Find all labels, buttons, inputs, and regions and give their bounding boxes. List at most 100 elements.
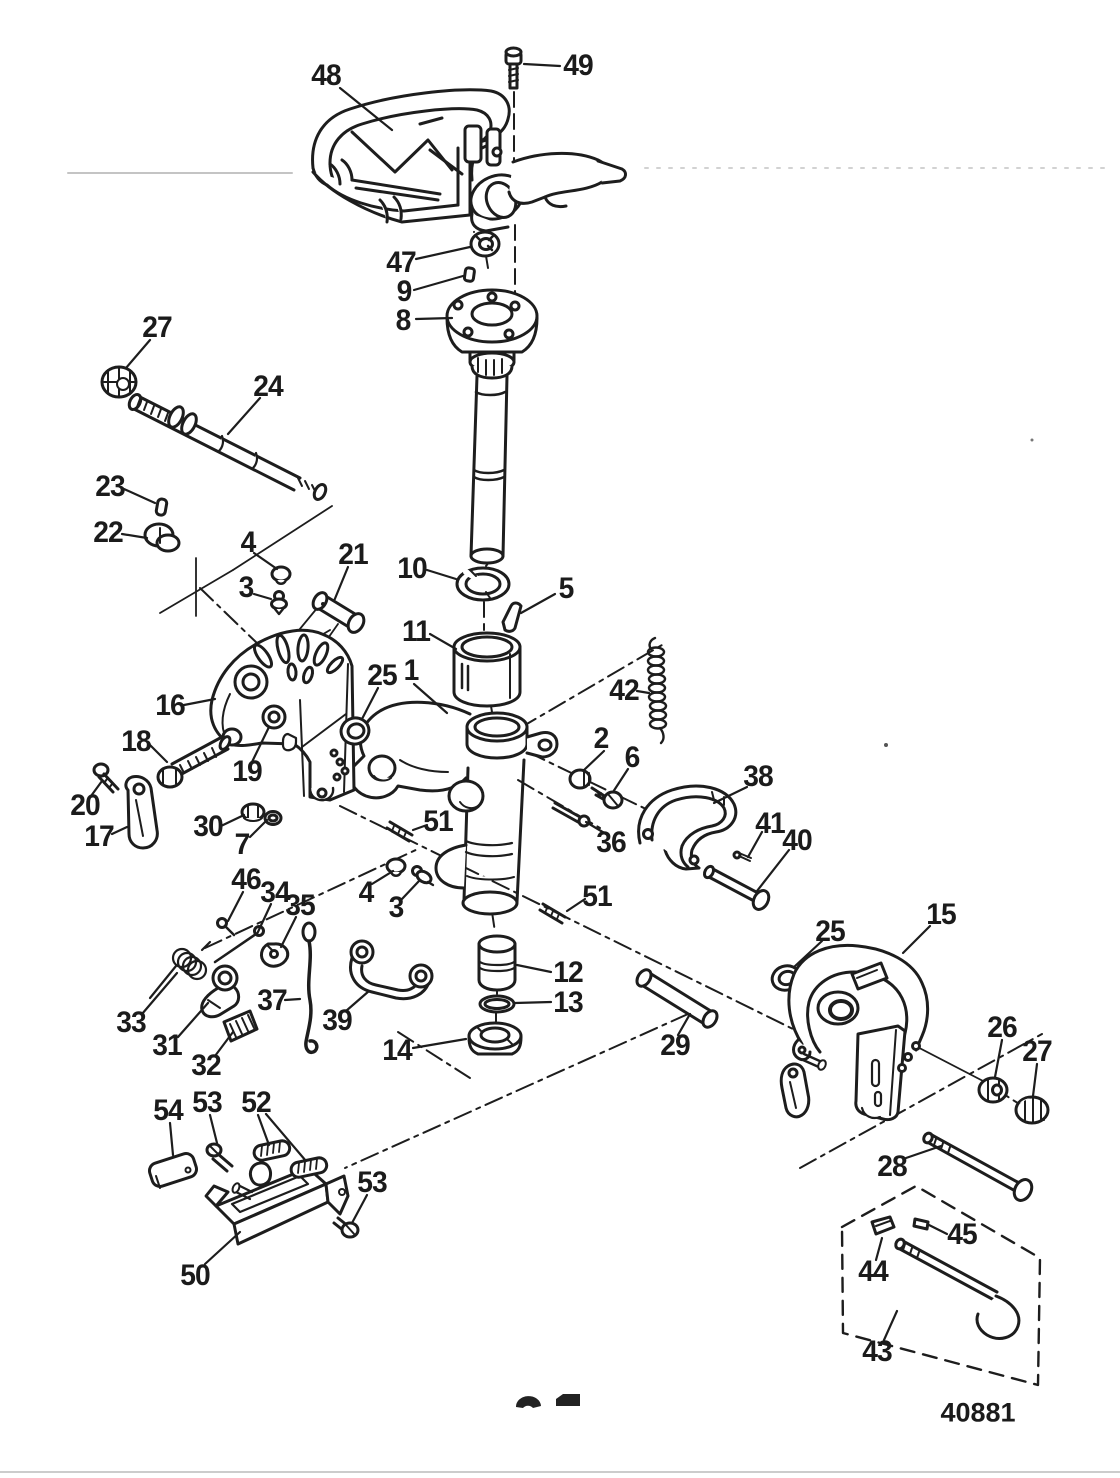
callout-4: 4 <box>240 526 257 559</box>
callout-3: 3 <box>238 571 255 604</box>
part-38-clamp <box>637 784 738 871</box>
part-20-bolt <box>92 762 120 794</box>
part-35-latch <box>259 942 290 968</box>
callout-3: 3 <box>388 891 405 924</box>
callout-47: 47 <box>386 246 416 279</box>
part-31-cam <box>200 964 241 1019</box>
leader-lines <box>89 62 1039 1342</box>
part-17-swing-clamp <box>124 775 159 850</box>
callout-50: 50 <box>180 1259 210 1292</box>
callout-29: 29 <box>660 1029 690 1062</box>
part-12-bushing <box>477 934 517 992</box>
drawing-number: 40881 <box>940 1397 1016 1428</box>
part-50-bracket <box>204 1161 350 1246</box>
callout-21: 21 <box>338 538 368 571</box>
callout-32: 32 <box>191 1049 221 1082</box>
callout-40: 40 <box>782 824 812 857</box>
part-29-tube <box>635 968 719 1029</box>
callout-41: 41 <box>755 807 785 840</box>
callout-7: 7 <box>234 828 251 861</box>
part-30-nut <box>240 802 266 822</box>
scan-artifacts <box>0 167 1120 1473</box>
part-3-fitting-top <box>270 590 288 616</box>
part-33-spring <box>148 940 212 1000</box>
part-10-retaining-ring <box>455 566 511 602</box>
part-4-grommet-top <box>270 565 292 585</box>
callout-6: 6 <box>624 741 641 774</box>
part-48-top-bracket <box>311 88 627 233</box>
callout-9: 9 <box>396 275 413 308</box>
callout-13: 13 <box>553 986 583 1019</box>
part-14-seal <box>467 1021 523 1056</box>
callout-30: 30 <box>193 810 223 843</box>
callout-51: 51 <box>582 880 612 913</box>
callout-18: 18 <box>121 725 151 758</box>
part-54-pad <box>147 1152 199 1189</box>
callout-42: 42 <box>609 674 639 707</box>
part-21-pin <box>311 591 366 634</box>
part-28-bolt <box>922 1131 1034 1202</box>
callout-37: 37 <box>257 984 287 1017</box>
part-7-washer <box>263 810 283 826</box>
part-36-pin <box>551 801 591 828</box>
callout-10: 10 <box>397 552 427 585</box>
callout-25: 25 <box>815 915 845 948</box>
part-27-castle-nut-left <box>100 365 138 399</box>
part-26-nut <box>977 1076 1009 1104</box>
part-18-stud <box>156 735 232 789</box>
part-46-screw <box>216 917 236 937</box>
part-42-spring <box>646 636 668 745</box>
part-51-pin-upper <box>385 820 414 843</box>
part-27-cap-nut-right <box>1014 1095 1050 1125</box>
part-34-rod <box>213 925 265 964</box>
callout-23: 23 <box>95 470 125 503</box>
callout-2: 2 <box>593 722 610 755</box>
cropped-footer-text <box>515 1394 580 1408</box>
callout-14: 14 <box>382 1034 412 1067</box>
part-39-bracket <box>349 939 434 1001</box>
part-24-tilt-bolt <box>127 393 328 501</box>
callout-8: 8 <box>395 304 412 337</box>
part-16-clamp-bracket <box>209 628 356 802</box>
callout-51: 51 <box>423 805 453 838</box>
callout-26: 26 <box>987 1011 1017 1044</box>
callout-39: 39 <box>322 1004 352 1037</box>
part-1-swivel-bracket <box>348 700 559 916</box>
callout-43: 43 <box>862 1335 892 1368</box>
part-45-pin <box>912 1217 930 1231</box>
part-3-fitting-mid <box>411 865 435 887</box>
part-51-pin-lower <box>538 902 567 925</box>
callout-53: 53 <box>357 1166 387 1199</box>
callout-38: 38 <box>743 760 773 793</box>
callout-49: 49 <box>563 49 593 82</box>
callout-28: 28 <box>877 1150 907 1183</box>
callout-25: 25 <box>367 659 397 692</box>
part-43-kit-outline <box>840 1184 1042 1387</box>
part-37-wire-link <box>301 921 319 1055</box>
callout-11: 11 <box>402 615 431 648</box>
callout-16: 16 <box>155 689 185 722</box>
callout-24: 24 <box>253 370 283 403</box>
part-23-pin <box>154 497 169 517</box>
callout-1: 1 <box>403 654 420 687</box>
callout-12: 12 <box>553 956 583 989</box>
part-9-pin <box>462 266 476 283</box>
callout-35: 35 <box>285 889 315 922</box>
part-6-screw <box>590 786 624 810</box>
part-2-grommet <box>568 768 592 790</box>
callout-31: 31 <box>152 1029 182 1062</box>
part-8-steering-shaft <box>445 288 539 565</box>
callout-34: 34 <box>260 876 290 909</box>
callout-17: 17 <box>84 820 114 853</box>
callout-54: 54 <box>153 1094 183 1127</box>
callout-27: 27 <box>142 311 172 344</box>
callout-33: 33 <box>116 1006 146 1039</box>
part-53-screw-left <box>205 1142 234 1173</box>
callout-44: 44 <box>858 1255 888 1288</box>
callout-22: 22 <box>93 516 123 549</box>
part-4-grommet-mid <box>385 857 407 877</box>
callout-52: 52 <box>241 1086 271 1119</box>
part-13-o-ring <box>478 994 516 1014</box>
callout-5: 5 <box>558 572 575 605</box>
